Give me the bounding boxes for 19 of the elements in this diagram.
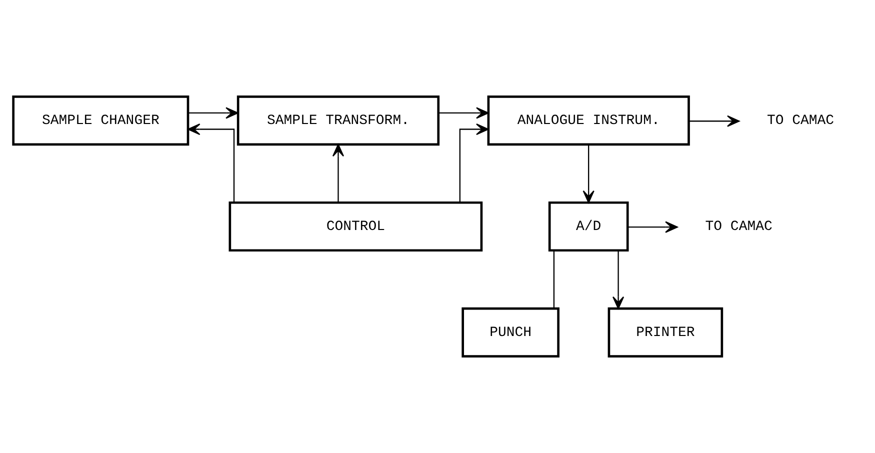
arrow (612, 250, 624, 310)
node-box: CONTROL (228, 201, 483, 252)
arrow (188, 123, 235, 202)
node-text: TO CAMAC (767, 113, 834, 130)
arrow (438, 107, 489, 119)
arrow (332, 144, 344, 202)
node-box: A/D (548, 201, 629, 252)
node-box: SAMPLE TRANSFORM. (236, 96, 440, 146)
node-box: PUNCH (462, 307, 560, 358)
arrow (688, 115, 740, 127)
arrow (459, 123, 489, 202)
connector (553, 250, 555, 309)
node-box: SAMPLE CHANGER (12, 96, 190, 146)
node-box: ANALOGUE INSTRUM. (487, 96, 690, 146)
arrow (628, 221, 678, 233)
node-box: PRINTER (608, 307, 724, 358)
arrow (188, 107, 238, 119)
node-text: TO CAMAC (705, 219, 772, 236)
arrow (582, 144, 594, 204)
